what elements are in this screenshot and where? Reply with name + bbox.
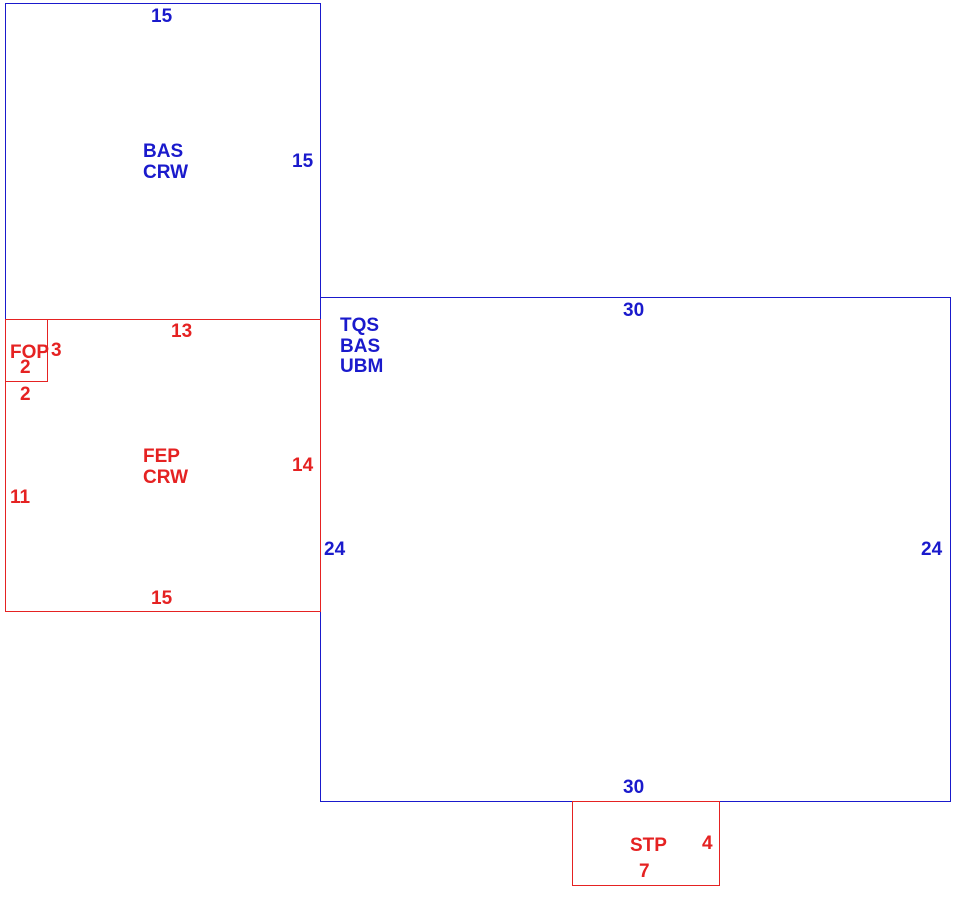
fep-bottom-dimension: 15 (151, 588, 173, 609)
fop-inner-dimension: 2 (20, 357, 31, 378)
area-code: TQS (340, 315, 380, 336)
fop-area (5, 319, 48, 382)
fop-right-dimension: 3 (51, 340, 62, 361)
area-code: BAS (340, 335, 381, 357)
fep-area-codes: FEP CRW (143, 446, 189, 488)
main-left-dimension: 24 (324, 539, 346, 560)
main-bottom-dimension: 30 (623, 777, 645, 798)
main-tqs-area (320, 297, 951, 802)
stp-area-code: STP (630, 835, 667, 856)
area-code: BAS (143, 141, 184, 162)
fep-area (5, 319, 321, 612)
fep-top-dimension: 13 (171, 321, 193, 342)
fep-left-dimension: 11 (10, 487, 31, 508)
upper-bas-top-dimension: 15 (151, 6, 173, 27)
main-right-dimension: 24 (921, 539, 943, 560)
area-code: CRW (143, 161, 189, 183)
main-area-codes: TQS BAS UBM (340, 315, 384, 378)
stp-bottom-dimension: 7 (639, 861, 650, 882)
area-code: FEP (143, 446, 180, 467)
fop-bottom-dimension: 2 (20, 384, 31, 405)
upper-bas-right-dimension: 15 (292, 151, 314, 172)
fop-area-code: FOP (10, 342, 50, 363)
fep-right-dimension: 14 (292, 455, 314, 476)
upper-bas-area-codes: BAS CRW (143, 141, 189, 183)
stp-right-dimension: 4 (702, 833, 713, 854)
area-code: CRW (143, 466, 189, 488)
stp-area (572, 801, 720, 886)
area-code: UBM (340, 356, 384, 377)
main-top-dimension: 30 (623, 300, 645, 321)
